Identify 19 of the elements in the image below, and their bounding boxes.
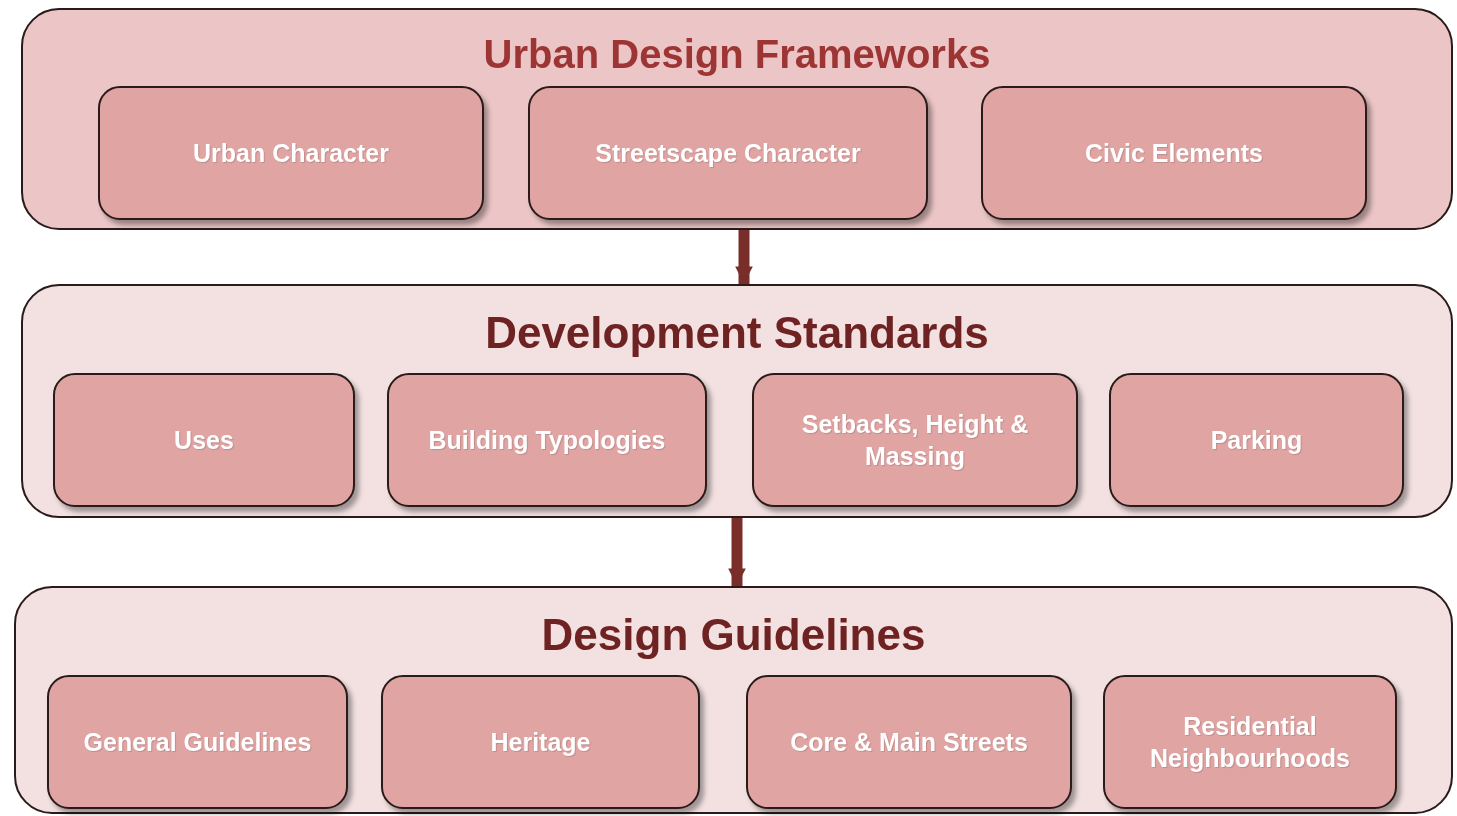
- topic-box: General Guidelines: [47, 675, 348, 809]
- section-panel: [21, 8, 1453, 230]
- arrow: [735, 230, 753, 284]
- topic-box: Core & Main Streets: [746, 675, 1072, 809]
- section-panel: [21, 284, 1453, 518]
- arrow: [728, 518, 746, 586]
- section-panel: [14, 586, 1453, 814]
- section-title: Urban Design Frameworks: [482, 32, 992, 77]
- topic-box: Setbacks, Height & Massing: [752, 373, 1078, 507]
- topic-box: Civic Elements: [981, 86, 1367, 220]
- topic-box: Building Typologies: [387, 373, 707, 507]
- topic-box: Residential Neighbourhoods: [1103, 675, 1397, 809]
- section-title: Development Standards: [484, 308, 990, 358]
- topic-box: Streetscape Character: [528, 86, 928, 220]
- topic-box: Uses: [53, 373, 355, 507]
- topic-box: Parking: [1109, 373, 1404, 507]
- topic-box: Urban Character: [98, 86, 484, 220]
- section-title: Design Guidelines: [540, 610, 927, 660]
- topic-box: Heritage: [381, 675, 700, 809]
